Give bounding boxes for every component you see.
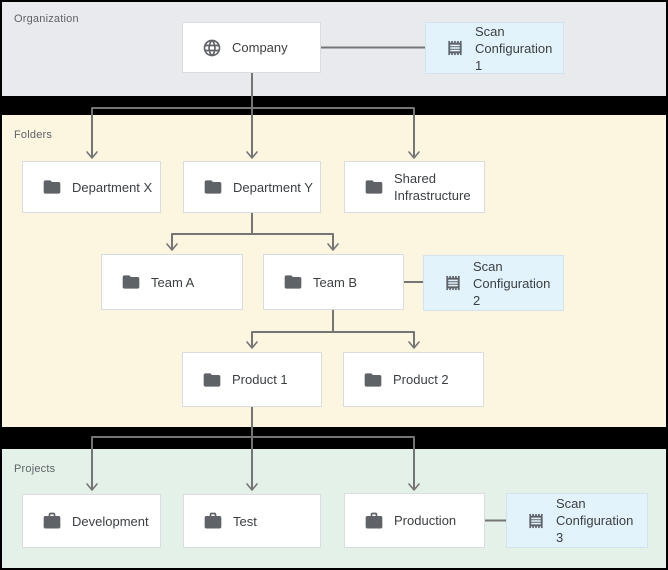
node-team-a: Team A bbox=[101, 254, 243, 310]
briefcase-icon bbox=[42, 511, 62, 531]
node-label: Department X bbox=[72, 179, 153, 195]
node-label: Product 1 bbox=[232, 372, 288, 387]
node-label: Scan Configuration 2 bbox=[473, 258, 551, 308]
folder-icon bbox=[283, 272, 303, 292]
node-department-x: Department X bbox=[22, 161, 161, 213]
projects-section-label: Projects bbox=[14, 463, 56, 475]
node-scan-configuration-3: Scan Configuration 3 bbox=[506, 493, 648, 548]
node-company: Company bbox=[182, 22, 321, 73]
organization-section-label: Organization bbox=[14, 13, 79, 25]
node-label: Shared Infrastructure bbox=[394, 171, 471, 203]
folder-icon bbox=[203, 177, 223, 197]
folder-icon bbox=[202, 370, 222, 390]
node-label: Company bbox=[232, 40, 288, 55]
node-scan-configuration-2: Scan Configuration 2 bbox=[423, 255, 564, 311]
node-label: Scan Configuration 1 bbox=[475, 23, 553, 73]
folders-section-label: Folders bbox=[14, 129, 53, 141]
node-label: Scan Configuration 3 bbox=[556, 496, 634, 545]
node-shared-infrastructure: Shared Infrastructure bbox=[344, 161, 485, 213]
node-scan-configuration-1: Scan Configuration 1 bbox=[425, 22, 564, 74]
node-label: Production bbox=[394, 513, 457, 528]
scan-icon bbox=[445, 38, 465, 58]
node-label: Product 2 bbox=[393, 372, 449, 387]
node-label: Development bbox=[72, 513, 149, 529]
globe-icon bbox=[202, 38, 222, 58]
node-department-y: Department Y bbox=[183, 161, 321, 213]
folder-icon bbox=[42, 177, 62, 197]
node-development: Development bbox=[22, 494, 161, 548]
briefcase-icon bbox=[203, 511, 223, 531]
node-label: Department Y bbox=[233, 179, 313, 195]
folder-icon bbox=[364, 177, 384, 197]
folder-icon bbox=[121, 272, 141, 292]
node-test: Test bbox=[183, 494, 321, 548]
node-production: Production bbox=[344, 493, 485, 548]
organization-section: Organization bbox=[2, 2, 666, 96]
scan-icon bbox=[443, 273, 463, 293]
node-label: Test bbox=[233, 513, 257, 529]
node-label: Team B bbox=[313, 274, 358, 290]
node-team-b: Team B bbox=[263, 254, 404, 310]
folder-icon bbox=[363, 370, 383, 390]
briefcase-icon bbox=[364, 511, 384, 531]
node-label: Team A bbox=[151, 274, 195, 290]
node-product-1: Product 1 bbox=[182, 352, 322, 407]
scan-icon bbox=[526, 511, 546, 531]
node-product-2: Product 2 bbox=[343, 352, 484, 407]
